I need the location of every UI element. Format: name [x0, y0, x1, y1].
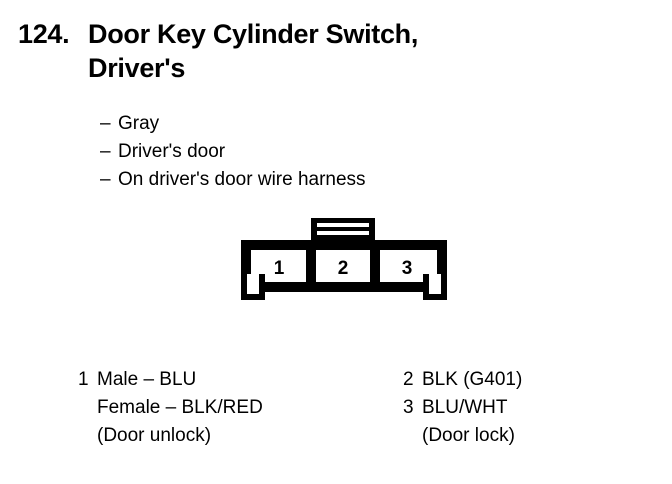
connector-shell	[241, 240, 447, 300]
dash-icon: –	[100, 141, 111, 162]
spec-list-item: – On driver's door wire harness	[100, 166, 600, 194]
pin-legend-left-column: 1 Male – BLU 1 Female – BLK/RED 1 (Door …	[78, 366, 378, 450]
spec-list-item: – Driver's door	[100, 138, 600, 166]
spec-list-item-label: Gray	[118, 113, 160, 134]
page-title-row-1: 124. Door Key Cylinder Switch,	[18, 17, 638, 51]
pin-legend-row: 1 (Door unlock)	[78, 422, 378, 450]
pin-legend-row: 1 Female – BLK/RED	[78, 394, 378, 422]
spec-list-item-label: Driver's door	[118, 141, 226, 162]
connector-cavity-dividers	[306, 240, 380, 286]
spec-list: – Gray – Driver's door – On driver's doo…	[100, 110, 600, 194]
pin-legend-number: 2	[403, 369, 414, 390]
connector-cavity-3-label: 3	[402, 258, 413, 279]
pin-legend-row: 2 BLK (G401)	[403, 366, 663, 394]
pin-legend-label: Female – BLK/RED	[97, 397, 263, 418]
page-title: 124. Door Key Cylinder Switch, Driver's	[18, 17, 638, 85]
pin-legend-row: 3 BLU/WHT	[403, 394, 663, 422]
pin-legend-row: 3 (Door lock)	[403, 422, 663, 450]
pin-legend-number: 3	[403, 397, 414, 418]
dash-icon: –	[100, 113, 111, 134]
pin-legend-row: 1 Male – BLU	[78, 366, 378, 394]
page-title-number: 124.	[18, 19, 70, 49]
page-title-line-2: Driver's	[88, 53, 186, 83]
spec-list-item: – Gray	[100, 110, 600, 138]
pin-legend-right-column: 2 BLK (G401) 3 BLU/WHT 3 (Door lock)	[403, 366, 663, 450]
dash-icon: –	[100, 169, 111, 190]
page-title-line-1: Door Key Cylinder Switch,	[88, 19, 419, 49]
connector-cavity-1-label: 1	[274, 258, 285, 279]
pin-legend-label: Male – BLU	[97, 369, 197, 390]
connector-cavity-2-label: 2	[338, 258, 349, 279]
pin-legend-number: 1	[78, 369, 89, 390]
pin-legend-label: (Door lock)	[422, 425, 515, 446]
spec-list-item-label: On driver's door wire harness	[118, 169, 366, 190]
pin-legend-label: BLK (G401)	[422, 369, 523, 390]
connector-drawing: 1 2 3	[241, 218, 447, 300]
pin-legend-label: (Door unlock)	[97, 425, 212, 446]
connector-diagram: 1 2 3	[236, 214, 452, 310]
pin-legend-label: BLU/WHT	[422, 397, 508, 418]
